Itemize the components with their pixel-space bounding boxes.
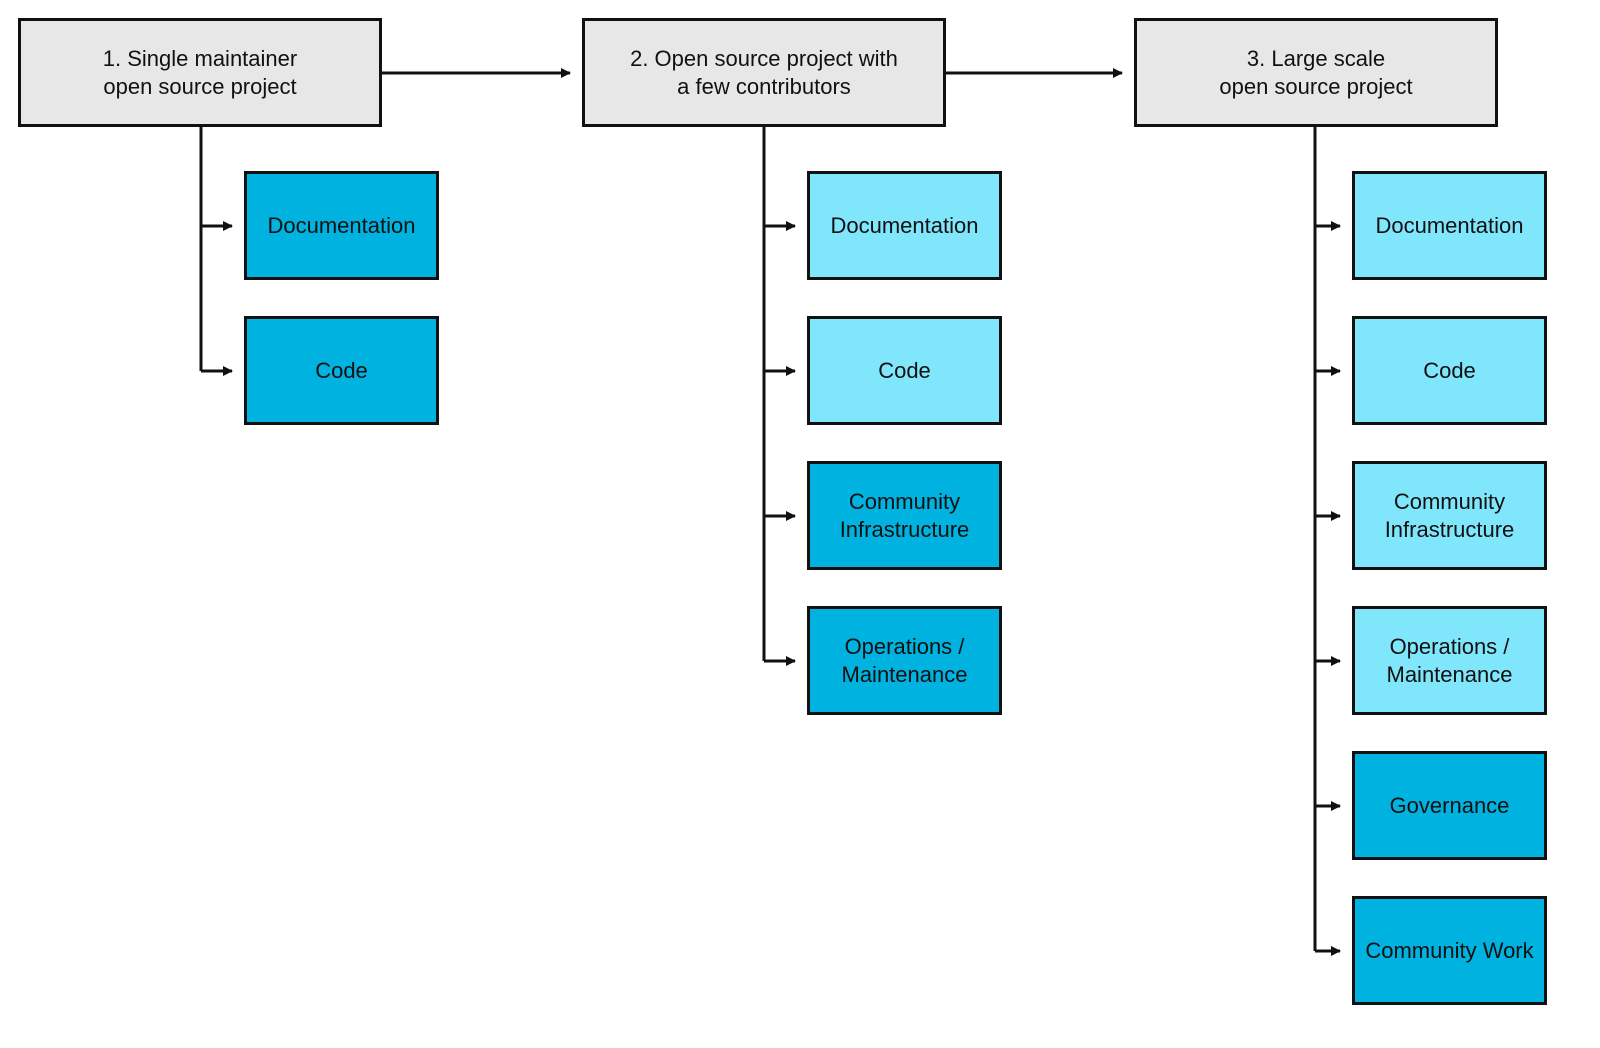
stage-3-operations-maintenance-box: Operations / Maintenance	[1352, 606, 1547, 715]
stage-box-large-scale: 3. Large scale open source project	[1134, 18, 1498, 127]
stage-2-operations-maintenance-box: Operations / Maintenance	[807, 606, 1002, 715]
stage-3-governance-box: Governance	[1352, 751, 1547, 860]
stage-3-code-box: Code	[1352, 316, 1547, 425]
stage-2-community-infrastructure-box: Community Infrastructure	[807, 461, 1002, 570]
stage-box-few-contributors: 2. Open source project with a few contri…	[582, 18, 946, 127]
stage-1-code-box: Code	[244, 316, 439, 425]
stage-3-documentation-box: Documentation	[1352, 171, 1547, 280]
stage-3-community-infrastructure-box: Community Infrastructure	[1352, 461, 1547, 570]
stage-2-code-box: Code	[807, 316, 1002, 425]
stage-box-single-maintainer: 1. Single maintainer open source project	[18, 18, 382, 127]
stage-1-documentation-box: Documentation	[244, 171, 439, 280]
stage-2-documentation-box: Documentation	[807, 171, 1002, 280]
stage-3-community-work-box: Community Work	[1352, 896, 1547, 1005]
